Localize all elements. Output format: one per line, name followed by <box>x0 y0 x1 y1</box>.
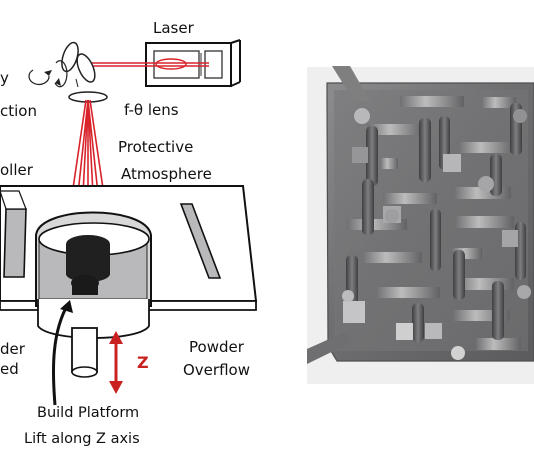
z-axis-label: Z <box>137 353 149 372</box>
protective-label: Protective <box>118 138 193 156</box>
direction-fragment-label: ction <box>0 102 37 120</box>
laser-label: Laser <box>153 19 195 37</box>
powder-fragment-label: der <box>0 340 26 358</box>
scanning-direction-fragment: y <box>0 69 9 87</box>
build-platform-pointer <box>51 300 73 406</box>
z-axis-arrow <box>109 331 123 394</box>
top-left-tab <box>332 66 370 101</box>
bed-fragment-label: ed <box>0 360 19 378</box>
test-features <box>342 108 531 360</box>
printed-part-icon <box>66 235 110 295</box>
build-platform-label: Build Platform <box>37 405 139 421</box>
atmosphere-label: Atmosphere <box>121 165 212 183</box>
powder-overflow-slot <box>179 203 222 279</box>
rotation-arrows-icon <box>28 60 68 88</box>
overflow-label: Overflow <box>183 361 250 379</box>
printed-part-photo <box>307 66 534 384</box>
bottom-left-tab <box>307 331 352 364</box>
powder-feed-slot <box>0 190 27 278</box>
roller-fragment-label: oller <box>0 161 34 179</box>
slm-schematic: Laser y ction f-θ lens Protective Atmosp… <box>0 19 258 447</box>
powder-label: Powder <box>189 338 245 356</box>
f-theta-lens-label: f-θ lens <box>124 101 179 119</box>
build-platform-shaft <box>71 327 98 378</box>
lift-along-z-axis-label: Lift along Z axis <box>24 431 140 447</box>
laser-source-icon <box>145 39 241 87</box>
galvo-mirror-icon <box>61 41 96 88</box>
